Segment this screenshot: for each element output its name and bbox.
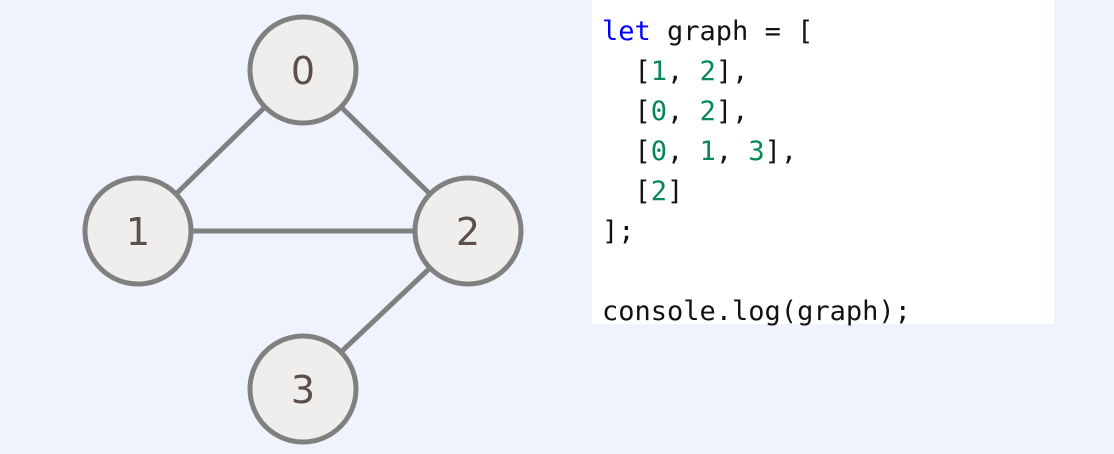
graph-canvas: 0 1 2 3	[82, 14, 524, 445]
node-circle-1	[82, 175, 194, 287]
code-token-num: 0	[650, 136, 668, 167]
code-token-num: 1	[699, 136, 716, 167]
code-token-plain: [	[602, 176, 651, 207]
code-snippet[interactable]: let graph = [ [1, 2], [0, 2], [0, 1, 3],…	[596, 12, 1054, 332]
code-line-4: [0, 1, 3],	[602, 132, 1054, 172]
edge-layer	[173, 104, 433, 355]
code-token-plain: ]	[667, 176, 684, 207]
code-token-plain: ];	[602, 216, 635, 247]
code-line-1: let graph = [	[602, 12, 1054, 52]
code-token-plain: ,	[667, 136, 700, 167]
node-label-1: 1	[126, 210, 150, 254]
code-token-num: 1	[650, 56, 668, 87]
graph-edge-0-1	[173, 104, 268, 197]
code-token-kw: let	[602, 16, 651, 47]
code-token-num: 2	[699, 56, 716, 87]
code-token-plain: ,	[667, 56, 700, 87]
code-line-5: [2]	[602, 172, 1054, 212]
node-circle-3	[247, 333, 359, 445]
code-token-plain: [	[602, 56, 651, 87]
code-token-num: 2	[699, 96, 716, 127]
code-line-2: [1, 2],	[602, 52, 1054, 92]
code-line-6: ];	[602, 212, 1054, 252]
code-token-num: 0	[650, 96, 668, 127]
code-token-plain: ],	[715, 56, 749, 87]
code-token-plain: console.log(graph);	[602, 296, 911, 327]
code-line-3: [0, 2],	[602, 92, 1054, 132]
graph-node-2[interactable]: 2	[412, 175, 524, 287]
code-token-num: 3	[748, 136, 765, 167]
node-circle-2	[412, 175, 524, 287]
node-circle-0	[247, 14, 359, 126]
node-layer: 0 1 2 3	[82, 14, 524, 445]
node-label-0: 0	[291, 49, 315, 93]
code-token-plain: [	[602, 96, 651, 127]
code-token-plain: graph = [	[650, 16, 814, 47]
code-token-num: 2	[650, 176, 668, 207]
graph-edge-2-3	[338, 265, 433, 355]
code-panel: let graph = [ [1, 2], [0, 2], [0, 1, 3],…	[592, 0, 1054, 327]
graph-edge-0-2	[338, 104, 433, 197]
code-line-7	[602, 252, 1054, 292]
graph-node-0[interactable]: 0	[247, 14, 359, 126]
code-token-plain: ,	[715, 136, 749, 167]
code-line-8: console.log(graph);	[602, 292, 1054, 332]
code-token-plain: ],	[715, 96, 749, 127]
graph-node-3[interactable]: 3	[247, 333, 359, 445]
code-token-plain: ,	[667, 96, 700, 127]
graph-diagram: 0 1 2 3	[82, 14, 524, 445]
code-token-plain: ],	[764, 136, 798, 167]
node-label-2: 2	[456, 210, 480, 254]
node-label-3: 3	[291, 368, 315, 412]
code-token-plain: [	[602, 136, 651, 167]
graph-node-1[interactable]: 1	[82, 175, 194, 287]
